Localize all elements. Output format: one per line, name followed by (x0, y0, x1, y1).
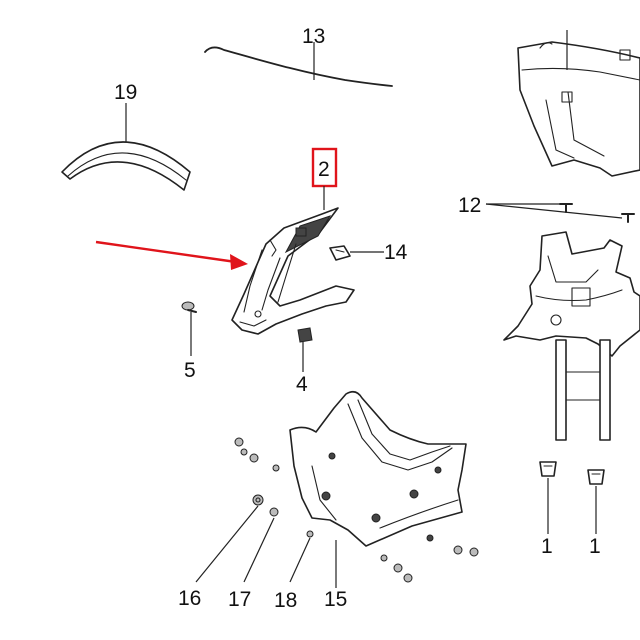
callout-12: 12 (458, 194, 481, 217)
part-19-trim[interactable] (61, 141, 191, 191)
part-1-grommet-a[interactable] (539, 461, 557, 477)
part-12-screws[interactable] (559, 203, 635, 223)
part-17-nut[interactable] (269, 507, 279, 517)
part-16-washer[interactable] (252, 494, 264, 506)
callout-5: 5 (184, 359, 196, 382)
part-13-cable[interactable] (204, 46, 393, 87)
upper-housing-part[interactable] (517, 41, 640, 177)
callout-1a: 1 (541, 535, 553, 558)
callout-13: 13 (302, 25, 325, 48)
highlight-arrow (95, 240, 248, 270)
callout-17: 17 (228, 588, 251, 611)
callout-1b: 1 (589, 535, 601, 558)
part-5-bolt[interactable] (181, 301, 197, 313)
callout-14: 14 (384, 241, 408, 264)
callout-18: 18 (274, 589, 297, 612)
callout-4: 4 (296, 373, 308, 396)
hardware-bolts[interactable] (234, 437, 479, 583)
part-15-windscreen[interactable] (289, 390, 467, 547)
part-1-grommet-b[interactable] (587, 469, 605, 485)
leader-12b (485, 203, 623, 219)
part-4-clip[interactable] (297, 327, 313, 343)
leader-17 (243, 517, 275, 583)
leader-16 (195, 505, 259, 583)
callout-16: 16 (178, 587, 201, 610)
callout-19: 19 (114, 81, 137, 104)
bracket-frame[interactable] (503, 231, 640, 441)
part-14-clip-nut[interactable] (329, 245, 351, 261)
part-2-cover[interactable] (231, 207, 355, 335)
leader-18 (289, 537, 311, 583)
callout-15: 15 (324, 588, 347, 611)
callout-2: 2 (318, 158, 330, 181)
part-18-screw[interactable] (306, 530, 314, 538)
